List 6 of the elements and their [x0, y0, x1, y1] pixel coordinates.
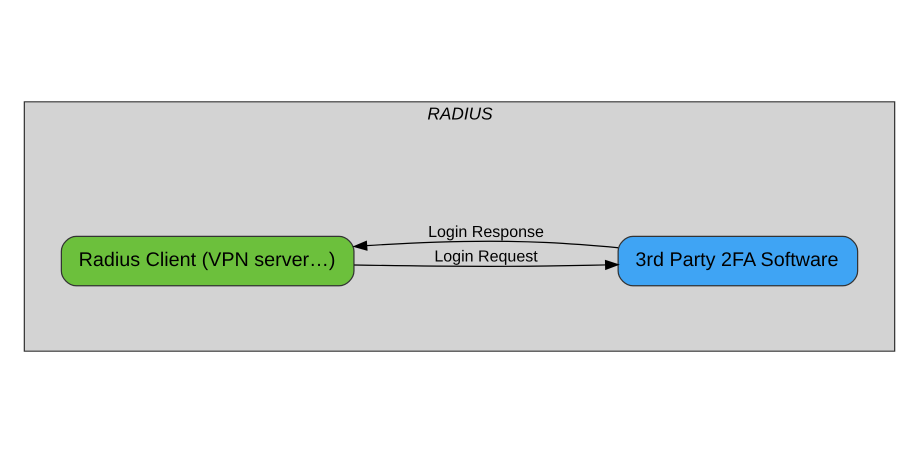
node-box: 3rd Party 2FA Software	[618, 235, 858, 286]
edge-label: Login Request	[434, 247, 538, 266]
node-box: Radius Client (VPN server…)	[60, 235, 355, 286]
arrow	[352, 240, 618, 250]
edge-label: Login Response	[428, 222, 544, 240]
arrow	[354, 259, 620, 270]
